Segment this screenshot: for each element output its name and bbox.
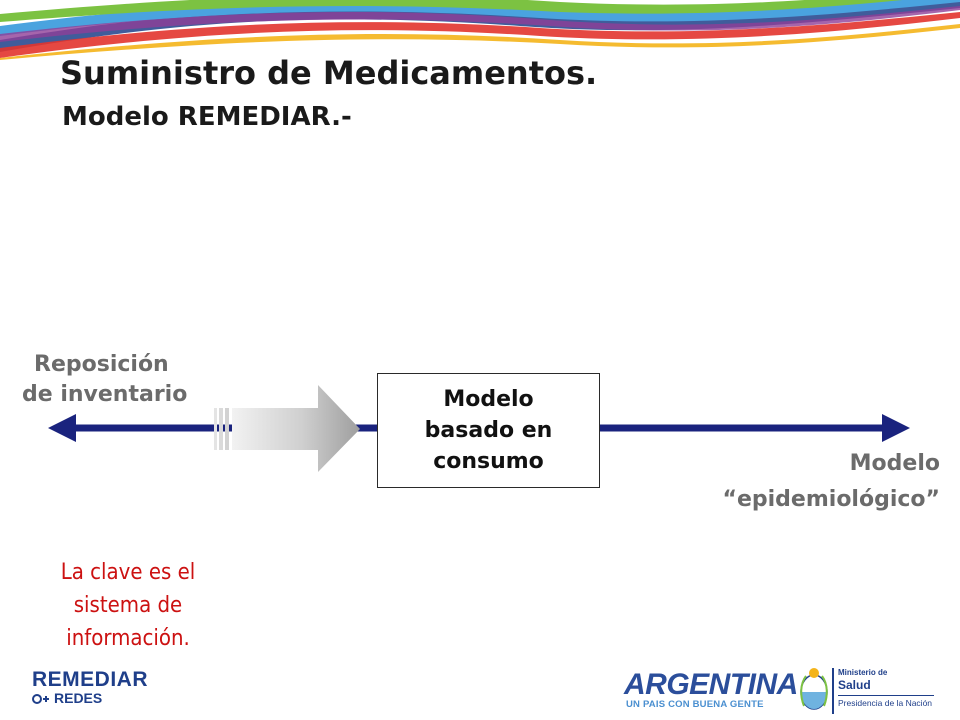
redes-logo-text: REDES [54, 690, 103, 706]
center-model-box: Modelo basado en consumo [377, 373, 600, 488]
key-note-line: sistema de [73, 593, 183, 618]
shield-icon [800, 668, 828, 710]
left-arrowhead-icon [48, 414, 76, 442]
left-pole-label: Reposición de inventario [22, 350, 187, 410]
left-pole-label-line: Reposición [34, 352, 169, 377]
ministerio-line3: Presidencia de la Nación [838, 698, 933, 708]
ministerio-rule [838, 695, 934, 696]
argentina-logo-text: ARGENTINA [624, 668, 798, 701]
slide-subtitle: Modelo REMEDIAR.- [62, 102, 352, 132]
right-pole-label-line: “epidemiológico” [722, 487, 940, 512]
ministerio-salud-logo: Ministerio de Salud Presidencia de la Na… [798, 666, 940, 716]
ministerio-line2: Salud [838, 678, 871, 692]
remediar-logo-text: REMEDIAR [32, 668, 149, 691]
right-pole-label: Modelo “epidemiológico” [723, 446, 940, 518]
key-note-line: La clave es el [60, 560, 196, 585]
slide-title: Suministro de Medicamentos. [60, 54, 598, 92]
left-pole-label-line: de inventario [22, 382, 188, 407]
ministerio-line1: Ministerio de [838, 668, 888, 677]
right-arrowhead-icon [882, 414, 910, 442]
center-model-line: Modelo [443, 387, 534, 412]
ministerio-divider [832, 668, 938, 714]
right-pole-label-line: Modelo [849, 451, 940, 476]
argentina-logo: ARGENTINA UN PAIS CON BUENA GENTE [624, 668, 798, 712]
remediar-redes-logo: REMEDIAR REDES [32, 668, 172, 712]
swoosh-header-decoration [0, 0, 960, 60]
key-note-line: información. [66, 626, 190, 651]
plus-icon [32, 694, 49, 704]
key-note: La clave es el sistema de información. [28, 556, 228, 655]
gray-block-arrow-icon [214, 385, 360, 472]
center-model-line: basado en [424, 418, 553, 443]
argentina-tagline: UN PAIS CON BUENA GENTE [626, 699, 764, 710]
center-model-line: consumo [433, 449, 544, 474]
